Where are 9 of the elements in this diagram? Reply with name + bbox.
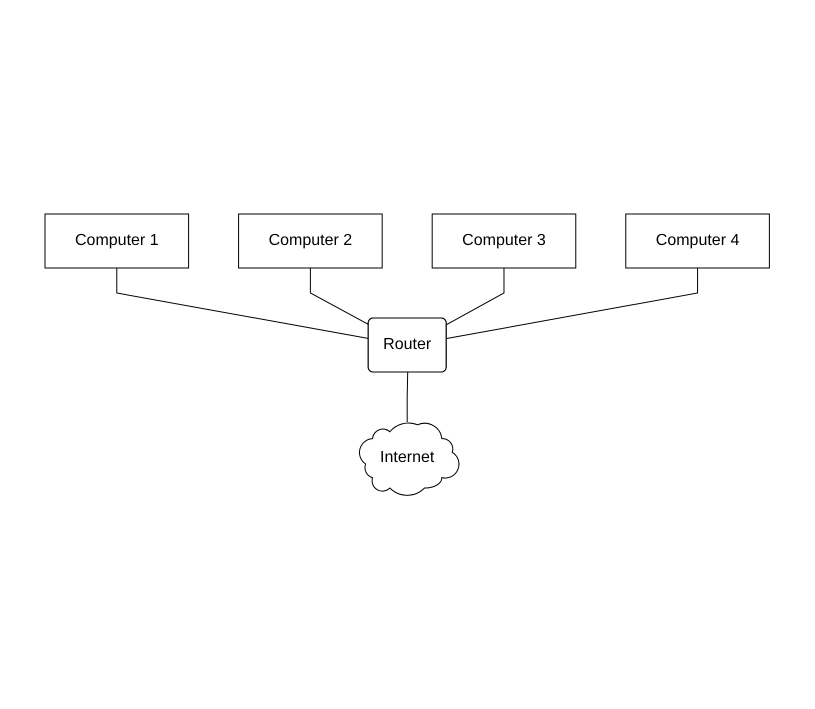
node-box: Computer 1 [44,213,190,268]
node-box: Computer 3 [432,213,577,268]
node-box: Computer 4 [626,213,770,268]
connector [446,267,698,339]
connector [116,267,370,339]
node-box: Computer 2 [238,213,383,268]
connector [310,267,370,325]
connector [407,372,408,422]
connector [446,267,505,325]
